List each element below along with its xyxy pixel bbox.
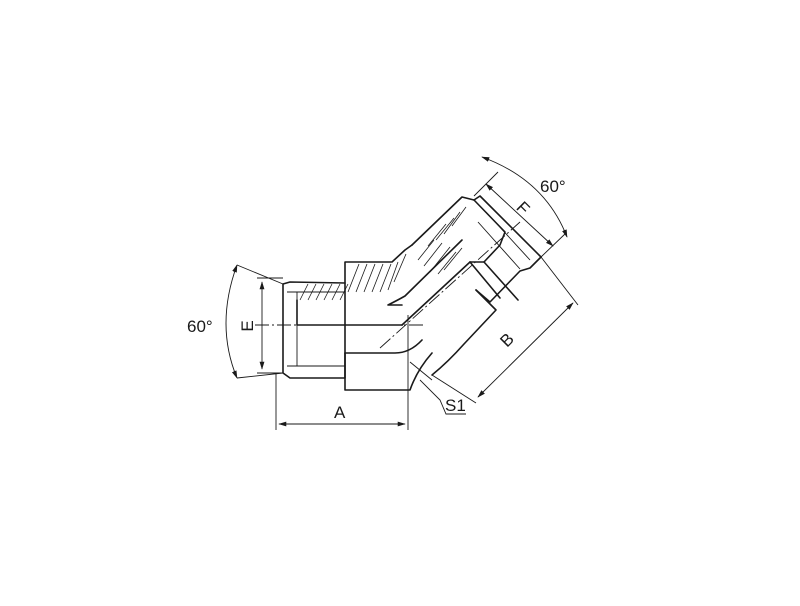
dimension-angle-left: 60° bbox=[187, 264, 284, 379]
dim-f-label: F bbox=[512, 198, 533, 219]
male-thread-end bbox=[282, 281, 346, 379]
center-lines bbox=[255, 221, 521, 349]
angle-left-label: 60° bbox=[187, 317, 213, 336]
dimension-b: B bbox=[431, 256, 579, 404]
dim-b-label: B bbox=[496, 329, 517, 350]
dimension-s1: S1 bbox=[409, 361, 466, 415]
dimension-e: E bbox=[238, 277, 283, 374]
thread-hatching-left bbox=[299, 244, 413, 301]
dim-s1-label: S1 bbox=[445, 396, 466, 415]
dim-a-label: A bbox=[334, 403, 346, 422]
dimension-a: A bbox=[275, 315, 409, 430]
dim-e-label: E bbox=[238, 320, 257, 331]
dimension-angle-right: 60° bbox=[481, 156, 568, 238]
angle-right-label: 60° bbox=[540, 177, 566, 196]
angled-branch bbox=[411, 195, 542, 376]
